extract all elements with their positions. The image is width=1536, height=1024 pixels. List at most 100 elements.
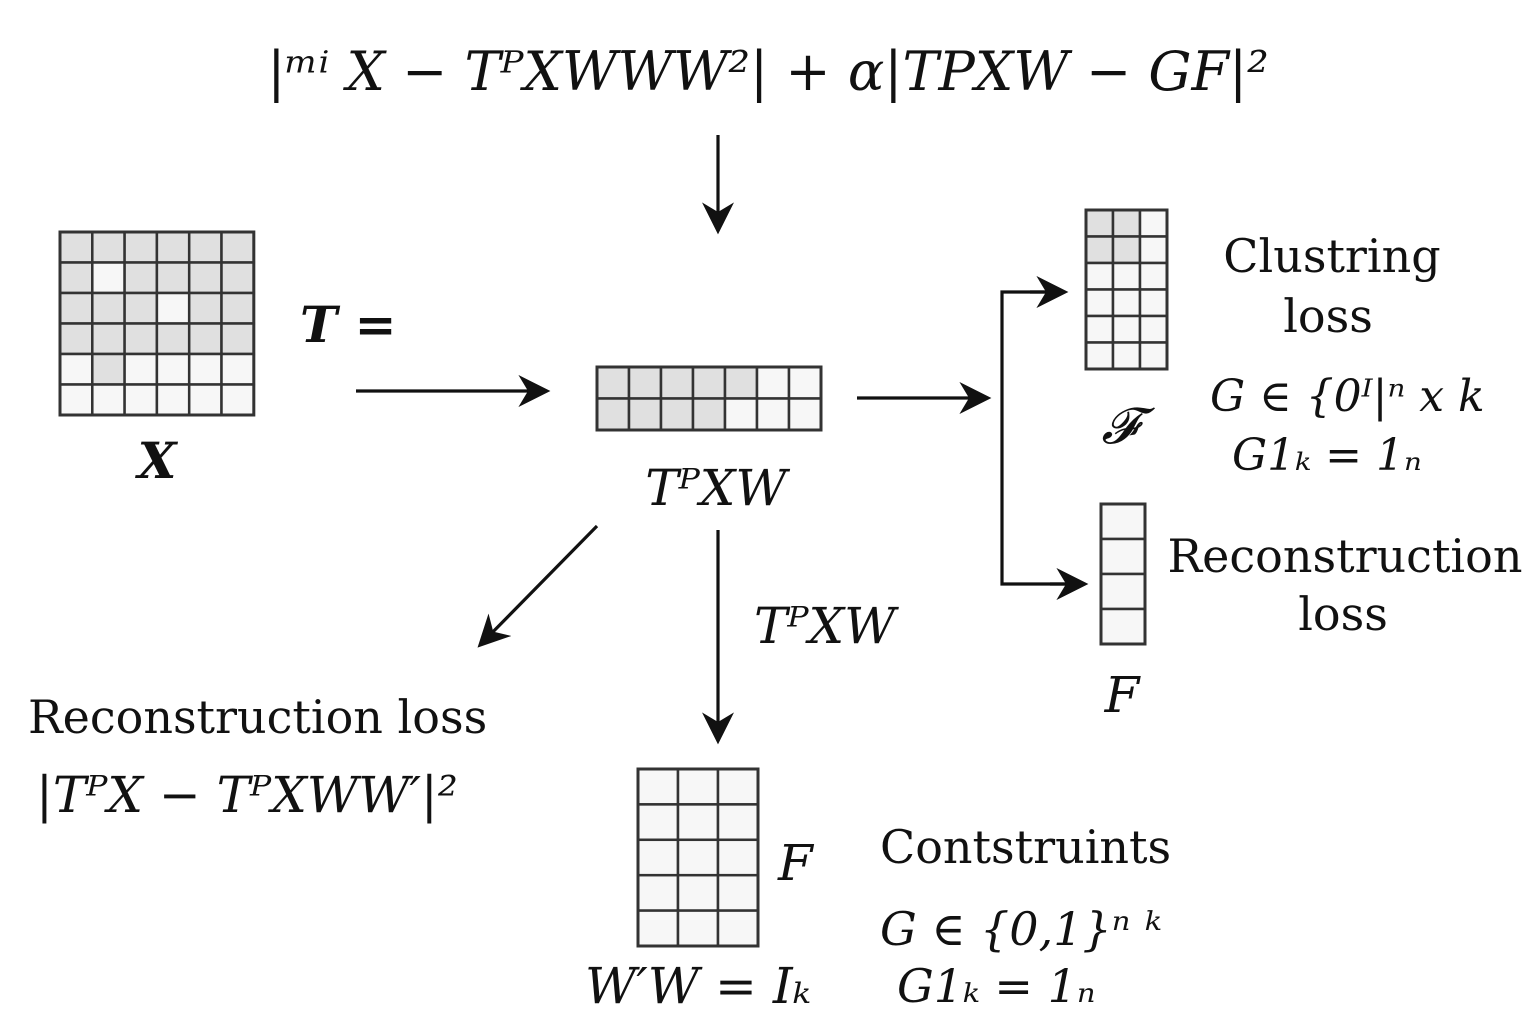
- reconstruction-matrix-cell: [1099, 607, 1147, 646]
- down-arrow-label: TᴾXW: [754, 597, 899, 655]
- matrix-x-cell: [187, 261, 223, 295]
- clustering-matrix-cell: [1138, 235, 1169, 265]
- matrix-x-cell: [91, 352, 126, 386]
- clustering-matrix-cell: [1111, 314, 1142, 344]
- reconstruction-matrix-cell: [1099, 502, 1147, 541]
- clustering-matrix-cell: [1084, 288, 1115, 318]
- matrix-x-outline: [58, 230, 256, 417]
- matrix-x-cell: [220, 230, 256, 264]
- clustering-matrix-cell: [1084, 341, 1115, 371]
- matrix-x-cell: [91, 383, 126, 417]
- clustering-matrix-cell: [1138, 341, 1169, 371]
- projection-matrix-cell: [627, 397, 663, 432]
- reconstruction-matrix-cell: [1099, 537, 1147, 576]
- clustering-constraint1: G ∈ {0ᴵ|ⁿ x k: [1210, 371, 1485, 422]
- clustering-matrix-cell: [1084, 235, 1115, 265]
- reconstruction-matrix: [1099, 502, 1147, 646]
- matrix-x-cell: [155, 291, 191, 325]
- matrix-x-cell: [123, 352, 159, 386]
- matrix-x-cell: [220, 383, 256, 417]
- matrix-x-cell: [123, 383, 159, 417]
- clustering-matrix-cell: [1111, 235, 1142, 265]
- bottom-matrix-constraint: W′W = Iₖ: [585, 957, 811, 1015]
- bottom-matrix-cell: [676, 873, 720, 912]
- reconstruction-left-title: Reconstruction loss: [28, 690, 487, 744]
- bottom-matrix-cell: [716, 909, 760, 948]
- bottom-matrix-cell: [636, 767, 680, 806]
- matrix-x-cell: [58, 383, 94, 417]
- projection-matrix-cell: [755, 397, 791, 432]
- projection-to-left-reconstruction-arrow: [477, 524, 599, 648]
- matrix-x-cell: [123, 261, 159, 295]
- matrix-x-cell: [187, 322, 223, 356]
- matrix-x-cell: [155, 322, 191, 356]
- bottom-matrix-cell: [676, 767, 720, 806]
- constraints-line2: G1ₖ = 1ₙ: [897, 959, 1096, 1013]
- bottom-matrix-cell: [676, 803, 720, 842]
- reconstruction-right-title-line1: Reconstruction: [1168, 529, 1523, 583]
- matrix-x-cell: [187, 291, 223, 325]
- objective-formula: |ᵐⁱ X − TᴾXWWW²| + α|TPXW − GF|²: [267, 40, 1269, 103]
- matrix-x-cell: [91, 291, 126, 325]
- matrix-x-cell: [187, 352, 223, 386]
- matrix-x-cell: [58, 291, 94, 325]
- reconstruction-matrix-label: F: [1104, 666, 1142, 724]
- matrix-x-cell: [187, 383, 223, 417]
- projection-matrix-cell: [787, 397, 823, 432]
- clustering-matrix-cell: [1111, 341, 1142, 371]
- matrix-x-cell: [155, 230, 191, 264]
- bottom-matrix-cell: [636, 909, 680, 948]
- bottom-matrix-cell: [716, 803, 760, 842]
- projection-matrix-outline: [595, 365, 823, 432]
- projection-matrix-cell: [659, 397, 695, 432]
- matrix-x-cell: [155, 352, 191, 386]
- clustering-title-line2: loss: [1283, 289, 1373, 343]
- projection-matrix-cell: [595, 397, 631, 432]
- matrix-x-cell: [123, 291, 159, 325]
- projection-matrix-cell: [691, 397, 727, 432]
- clustering-matrix-outline: [1084, 208, 1169, 371]
- bottom-matrix-cell: [636, 838, 680, 877]
- matrix-x-cell: [155, 261, 191, 295]
- projection-label: TᴾXW: [645, 459, 790, 517]
- bottom-matrix-label: F: [777, 834, 815, 892]
- bottom-matrix-cell: [636, 873, 680, 912]
- clustering-title-line1: Clustring: [1223, 229, 1440, 283]
- matrix-x-cell: [220, 291, 256, 325]
- projection-matrix-cell: [595, 365, 631, 400]
- matrix-x-cell: [220, 322, 256, 356]
- clustering-matrix-cell: [1084, 208, 1115, 238]
- reconstruction-left-formula: |TᴾX − TᴾXWW′|²: [36, 766, 458, 824]
- bottom-matrix: [636, 767, 760, 948]
- projection-matrix-cell: [787, 365, 823, 400]
- constraints-title: Contstruints: [880, 820, 1171, 874]
- matrix-x-cell: [123, 230, 159, 264]
- matrix-x-cell: [91, 230, 126, 264]
- matrix-x-cell: [58, 322, 94, 356]
- clustering-matrix-cell: [1138, 314, 1169, 344]
- clustering-matrix-cell: [1084, 314, 1115, 344]
- matrix-x: [58, 230, 256, 417]
- clustering-matrix-cell: [1111, 208, 1142, 238]
- reconstruction-matrix-outline: [1099, 502, 1147, 646]
- projection-matrix-cell: [691, 365, 727, 400]
- projection-matrix-cell: [627, 365, 663, 400]
- projection-matrix: [595, 365, 823, 432]
- matrix-x-cell: [58, 261, 94, 295]
- projection-matrix-cell: [723, 365, 759, 400]
- bottom-matrix-outline: [636, 767, 760, 948]
- matrix-x-cell: [220, 261, 256, 295]
- matrix-x-cell: [91, 322, 126, 356]
- t-equals-label: T =: [300, 295, 397, 354]
- matrix-x-cell: [123, 322, 159, 356]
- bottom-matrix-cell: [636, 803, 680, 842]
- bottom-matrix-cell: [716, 767, 760, 806]
- matrix-x-cell: [155, 383, 191, 417]
- reconstruction-matrix-cell: [1099, 572, 1147, 611]
- clustering-matrix-cell: [1138, 288, 1169, 318]
- clustering-matrix-cell: [1138, 208, 1169, 238]
- bottom-matrix-cell: [716, 838, 760, 877]
- matrix-x-label: X: [135, 431, 179, 490]
- projection-matrix-cell: [755, 365, 791, 400]
